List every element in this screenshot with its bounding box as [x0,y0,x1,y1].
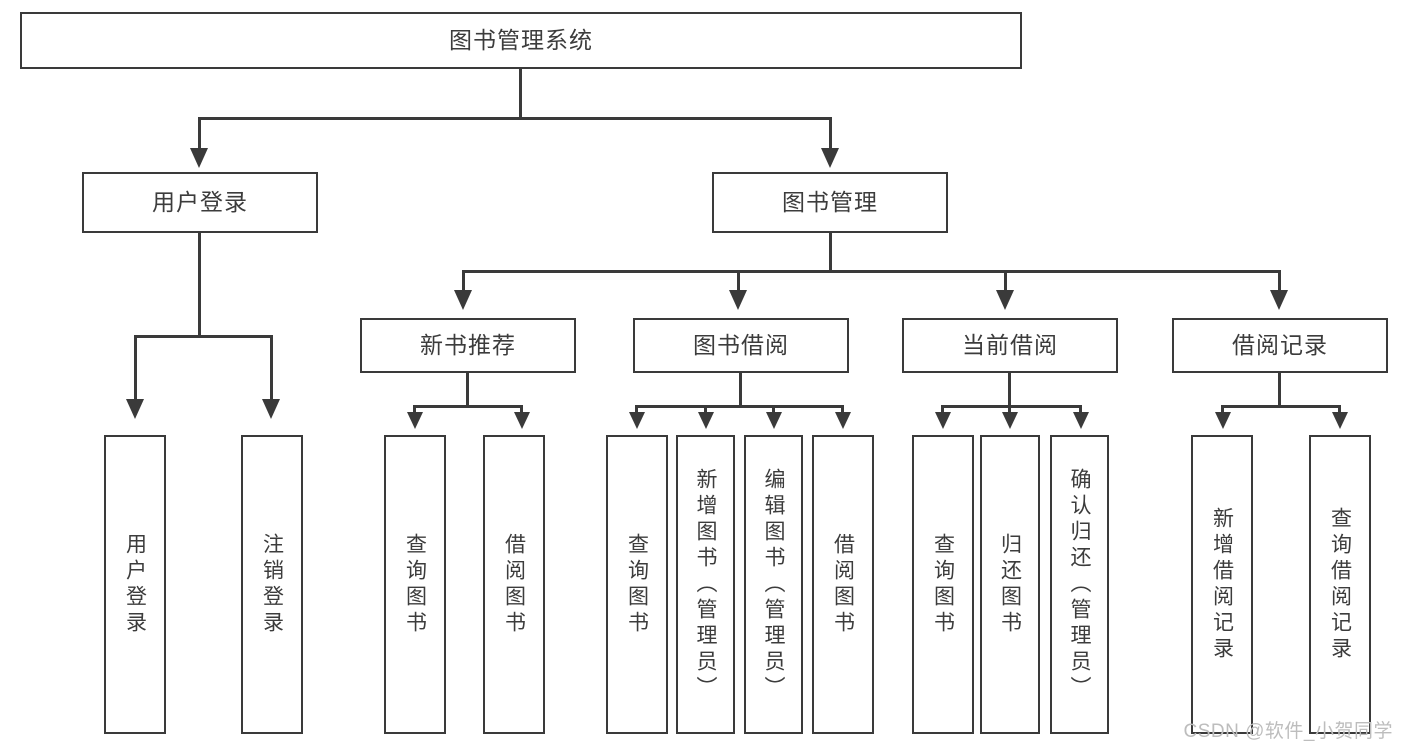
edge-book-management-split-bar [462,270,1281,273]
edge-root-stem [519,69,522,119]
node-label: 借阅图书 [831,532,855,637]
arrow-bm-to-book-borrow [729,290,747,310]
arrow-current-borrow-to-leaf-2 [1002,412,1018,429]
edge-root-split-bar [198,117,832,120]
edge-new-book-stem [466,373,469,407]
edge-root-to-user-login [198,117,201,150]
edge-current-borrow-to-leaf-2 [1008,405,1011,413]
node-book-borrow[interactable]: 图书借阅 [633,318,849,373]
edge-current-borrow-to-leaf-3 [1079,405,1082,413]
edge-borrow-record-split-bar [1221,405,1341,408]
arrow-current-borrow-to-leaf-1 [935,412,951,429]
leaf-return-book[interactable]: 归还图书 [980,435,1040,734]
edge-user-login-split-bar [134,335,273,338]
edge-bm-to-new-book [462,270,465,292]
edge-root-to-book-management [829,117,832,150]
node-label: 查询图书 [403,532,427,637]
edge-bm-to-borrow-record [1278,270,1281,292]
arrow-user-login-to-leaf-1 [126,399,144,419]
edge-borrow-record-stem [1278,373,1281,407]
edge-borrow-record-to-leaf-1 [1221,405,1224,413]
arrow-book-borrow-to-leaf-3 [766,412,782,429]
leaf-query-book-1[interactable]: 查询图书 [384,435,446,734]
edge-new-book-to-leaf-2 [520,405,523,413]
arrow-user-login-to-leaf-2 [262,399,280,419]
arrow-root-to-user-login [190,148,208,168]
edge-current-borrow-to-leaf-1 [941,405,944,413]
node-label: 编辑图书（管理员） [762,467,785,702]
node-label: 查询图书 [931,532,955,637]
edge-book-borrow-stem [739,373,742,407]
edge-book-management-stem [829,233,832,272]
node-label: 查询借阅记录 [1328,506,1352,663]
node-label: 归还图书 [998,532,1022,637]
edge-user-login-stem [198,233,201,337]
edge-book-borrow-to-leaf-4 [841,405,844,413]
edge-book-borrow-to-leaf-1 [635,405,638,413]
node-label: 新增借阅记录 [1210,506,1234,663]
edge-borrow-record-to-leaf-2 [1338,405,1341,413]
leaf-edit-book[interactable]: 编辑图书（管理员） [744,435,803,734]
edge-bm-to-book-borrow [737,270,740,292]
leaf-borrow-book-2[interactable]: 借阅图书 [812,435,874,734]
leaf-query-book-3[interactable]: 查询图书 [912,435,974,734]
arrow-bm-to-borrow-record [1270,290,1288,310]
node-book-management[interactable]: 图书管理 [712,172,948,233]
node-label: 用户登录 [123,532,147,637]
leaf-logout[interactable]: 注销登录 [241,435,303,734]
edge-book-borrow-to-leaf-3 [772,405,775,413]
arrow-book-borrow-to-leaf-2 [698,412,714,429]
node-label: 查询图书 [625,532,649,637]
node-label: 借阅记录 [1232,331,1328,358]
node-label: 新增图书（管理员） [694,467,717,702]
node-new-book-recommend[interactable]: 新书推荐 [360,318,576,373]
arrow-bm-to-new-book [454,290,472,310]
node-root-system[interactable]: 图书管理系统 [20,12,1022,69]
node-current-borrow[interactable]: 当前借阅 [902,318,1118,373]
node-borrow-record[interactable]: 借阅记录 [1172,318,1388,373]
node-label: 注销登录 [260,532,284,637]
node-label: 新书推荐 [420,331,516,358]
leaf-add-record[interactable]: 新增借阅记录 [1191,435,1253,734]
edge-book-borrow-to-leaf-2 [704,405,707,413]
edge-bm-to-current-borrow [1004,270,1007,292]
arrow-new-book-to-leaf-1 [407,412,423,429]
leaf-borrow-book-1[interactable]: 借阅图书 [483,435,545,734]
edge-book-borrow-split-bar [635,405,844,408]
edge-new-book-split-bar [413,405,523,408]
arrow-current-borrow-to-leaf-3 [1073,412,1089,429]
node-label: 图书管理 [782,188,878,215]
edge-current-borrow-stem [1008,373,1011,407]
edge-user-login-to-leaf-2 [270,335,273,401]
edge-user-login-to-leaf-1 [134,335,137,401]
leaf-add-book[interactable]: 新增图书（管理员） [676,435,735,734]
node-label: 当前借阅 [962,331,1058,358]
leaf-confirm-return[interactable]: 确认归还（管理员） [1050,435,1109,734]
arrow-borrow-record-to-leaf-1 [1215,412,1231,429]
arrow-book-borrow-to-leaf-4 [835,412,851,429]
node-label: 图书管理系统 [449,26,593,53]
leaf-query-record[interactable]: 查询借阅记录 [1309,435,1371,734]
node-label: 借阅图书 [502,532,526,637]
edge-new-book-to-leaf-1 [413,405,416,413]
node-label: 用户登录 [152,188,248,215]
node-label: 图书借阅 [693,331,789,358]
arrow-root-to-book-management [821,148,839,168]
csdn-watermark: CSDN @软件_小贺同学 [1183,721,1393,742]
node-label: 确认归还（管理员） [1068,467,1091,702]
arrow-new-book-to-leaf-2 [514,412,530,429]
arrow-book-borrow-to-leaf-1 [629,412,645,429]
arrow-borrow-record-to-leaf-2 [1332,412,1348,429]
edge-current-borrow-split-bar [941,405,1082,408]
leaf-query-book-2[interactable]: 查询图书 [606,435,668,734]
node-user-login[interactable]: 用户登录 [82,172,318,233]
leaf-user-login[interactable]: 用户登录 [104,435,166,734]
arrow-bm-to-current-borrow [996,290,1014,310]
